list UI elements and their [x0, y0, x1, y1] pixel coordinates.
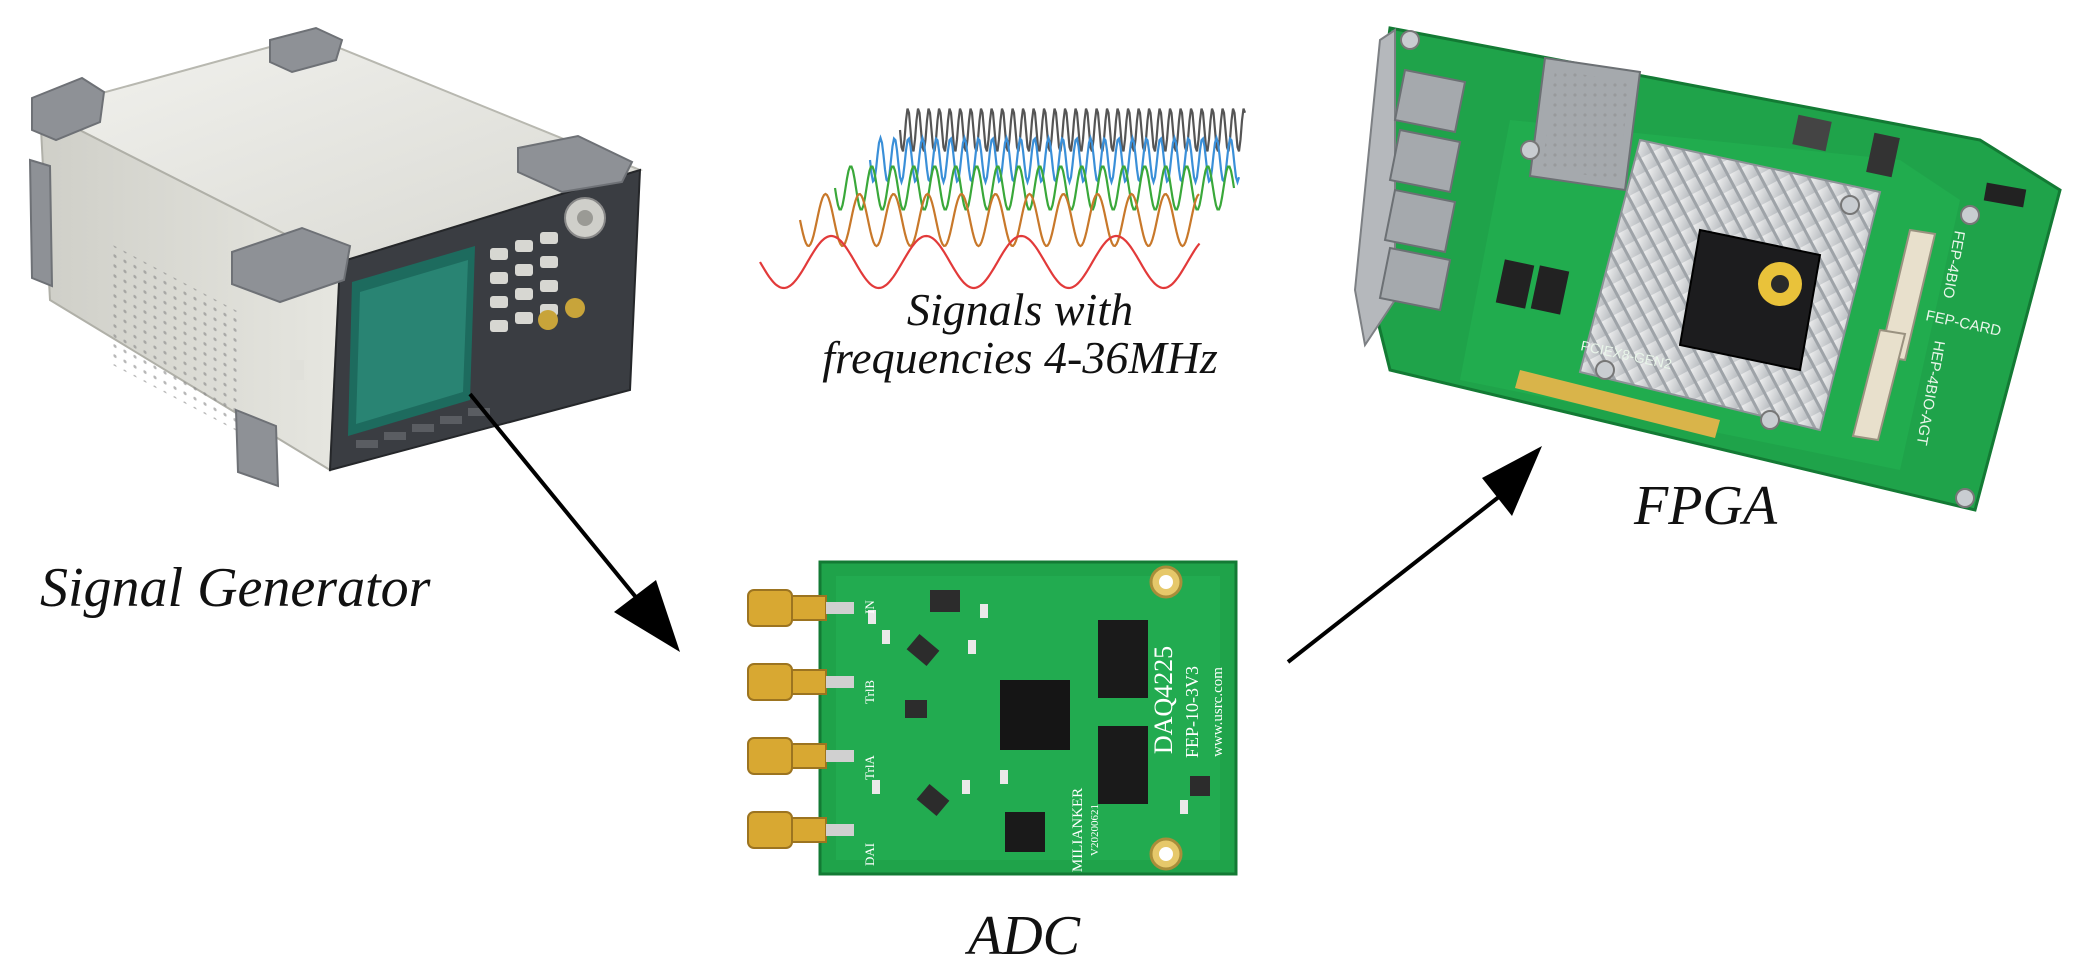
adc-sma-connectors: [747, 589, 854, 849]
fpga-board: PCIEX8-GEN2 FEP-CARD FEP-4BIO HEP-4BIO-A…: [1353, 26, 2062, 512]
signals-caption-line2: frequencies 4-36MHz: [822, 332, 1218, 384]
wave-green: [833, 165, 1236, 211]
arrow-adc-to-fpga-head: [1482, 446, 1542, 516]
adc-silk-site: www.usrc.com: [1210, 667, 1226, 757]
adc-silk-ch1: DAI: [862, 843, 877, 866]
arrow-generator-to-adc: [468, 392, 650, 614]
adc-silk-ch2: TrlA: [862, 755, 877, 780]
flow-arrows: [468, 392, 1542, 664]
adc-silk-ch3: TrlB: [862, 680, 877, 704]
signals-caption-line1: Signals with: [906, 284, 1134, 335]
arrow-adc-to-fpga: [1286, 494, 1502, 664]
adc-silk-date: V20200621: [1089, 804, 1101, 856]
adc-silk-brand: MILIANKER: [1070, 788, 1086, 872]
adc-label: ADC: [968, 905, 1080, 967]
fpga-label: FPGA: [1634, 475, 1778, 537]
wave-red: [759, 234, 1201, 290]
signals-caption: Signals with frequencies 4-36MHz: [770, 284, 1270, 384]
arrow-generator-to-adc-head: [614, 580, 680, 652]
signal-generator-device: [28, 26, 643, 488]
wave-orange: [798, 192, 1200, 248]
signal-generator-label: Signal Generator: [40, 557, 431, 619]
adc-board: DAQ4225 FEP-10-3V3 www.usrc.com MILIANKE…: [747, 560, 1238, 876]
signal-waves: [759, 108, 1247, 290]
adc-silk-ch4: IN: [862, 600, 877, 614]
adc-silk-model: DAQ4225: [1149, 646, 1178, 754]
adc-silk-part: FEP-10-3V3: [1182, 666, 1202, 758]
